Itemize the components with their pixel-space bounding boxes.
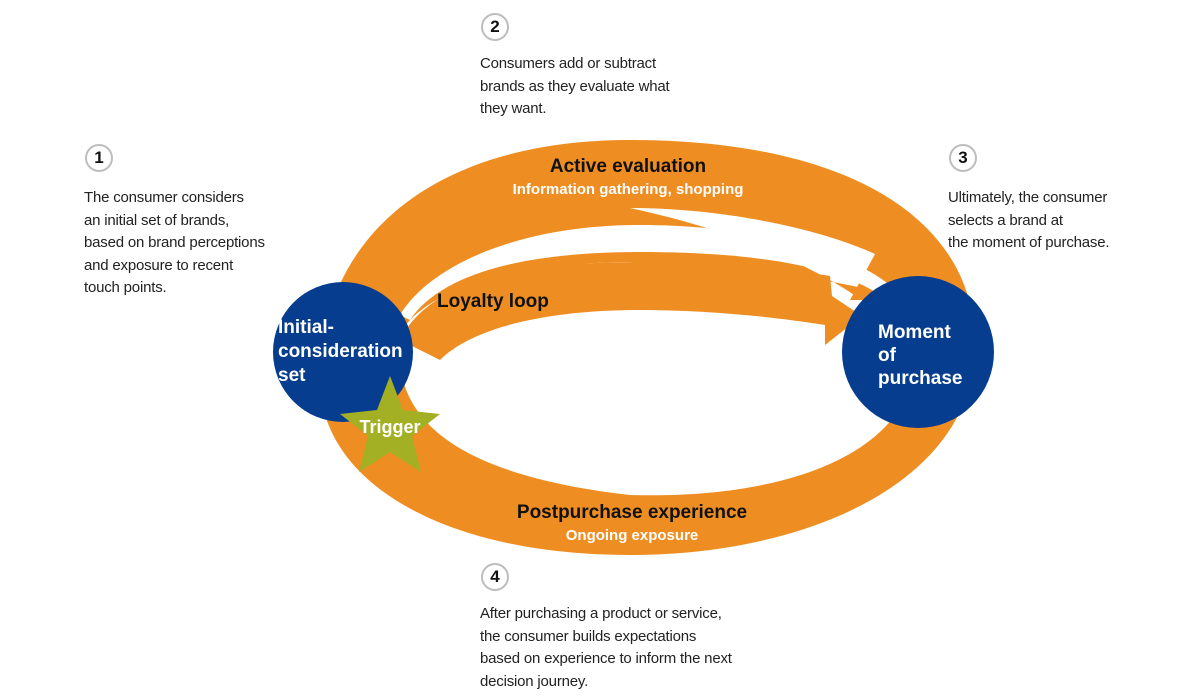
active-evaluation-title: Active evaluation — [550, 156, 706, 177]
loyalty-loop-band — [400, 262, 862, 360]
postpurchase-subtitle: Ongoing exposure — [566, 527, 699, 544]
step-3-description: Ultimately, the consumer selects a brand… — [948, 189, 1110, 251]
moment-of-purchase-label: Moment of purchase — [878, 322, 962, 389]
step-3-badge: 3 — [949, 144, 977, 172]
step-2-description: Consumers add or subtract brands as they… — [480, 55, 670, 117]
postpurchase-title: Postpurchase experience — [517, 502, 747, 523]
step-1-badge: 1 — [85, 144, 113, 172]
active-evaluation-subtitle: Information gathering, shopping — [513, 181, 744, 198]
outer-journey-ring — [320, 140, 975, 555]
step-2-badge: 2 — [481, 13, 509, 41]
trigger-label: Trigger — [359, 417, 420, 437]
step-1-description: The consumer considers an initial set of… — [84, 189, 265, 296]
loyalty-loop-label: Loyalty loop — [437, 291, 549, 312]
moment-of-purchase-circle — [842, 276, 994, 428]
step-4-badge: 4 — [481, 563, 509, 591]
step-4-description: After purchasing a product or service, t… — [480, 605, 732, 690]
initial-consideration-label: Initial- consideration set — [278, 317, 408, 386]
trigger-star-icon — [340, 376, 440, 472]
initial-consideration-circle — [273, 282, 413, 422]
outer-arc-gap — [400, 225, 895, 320]
